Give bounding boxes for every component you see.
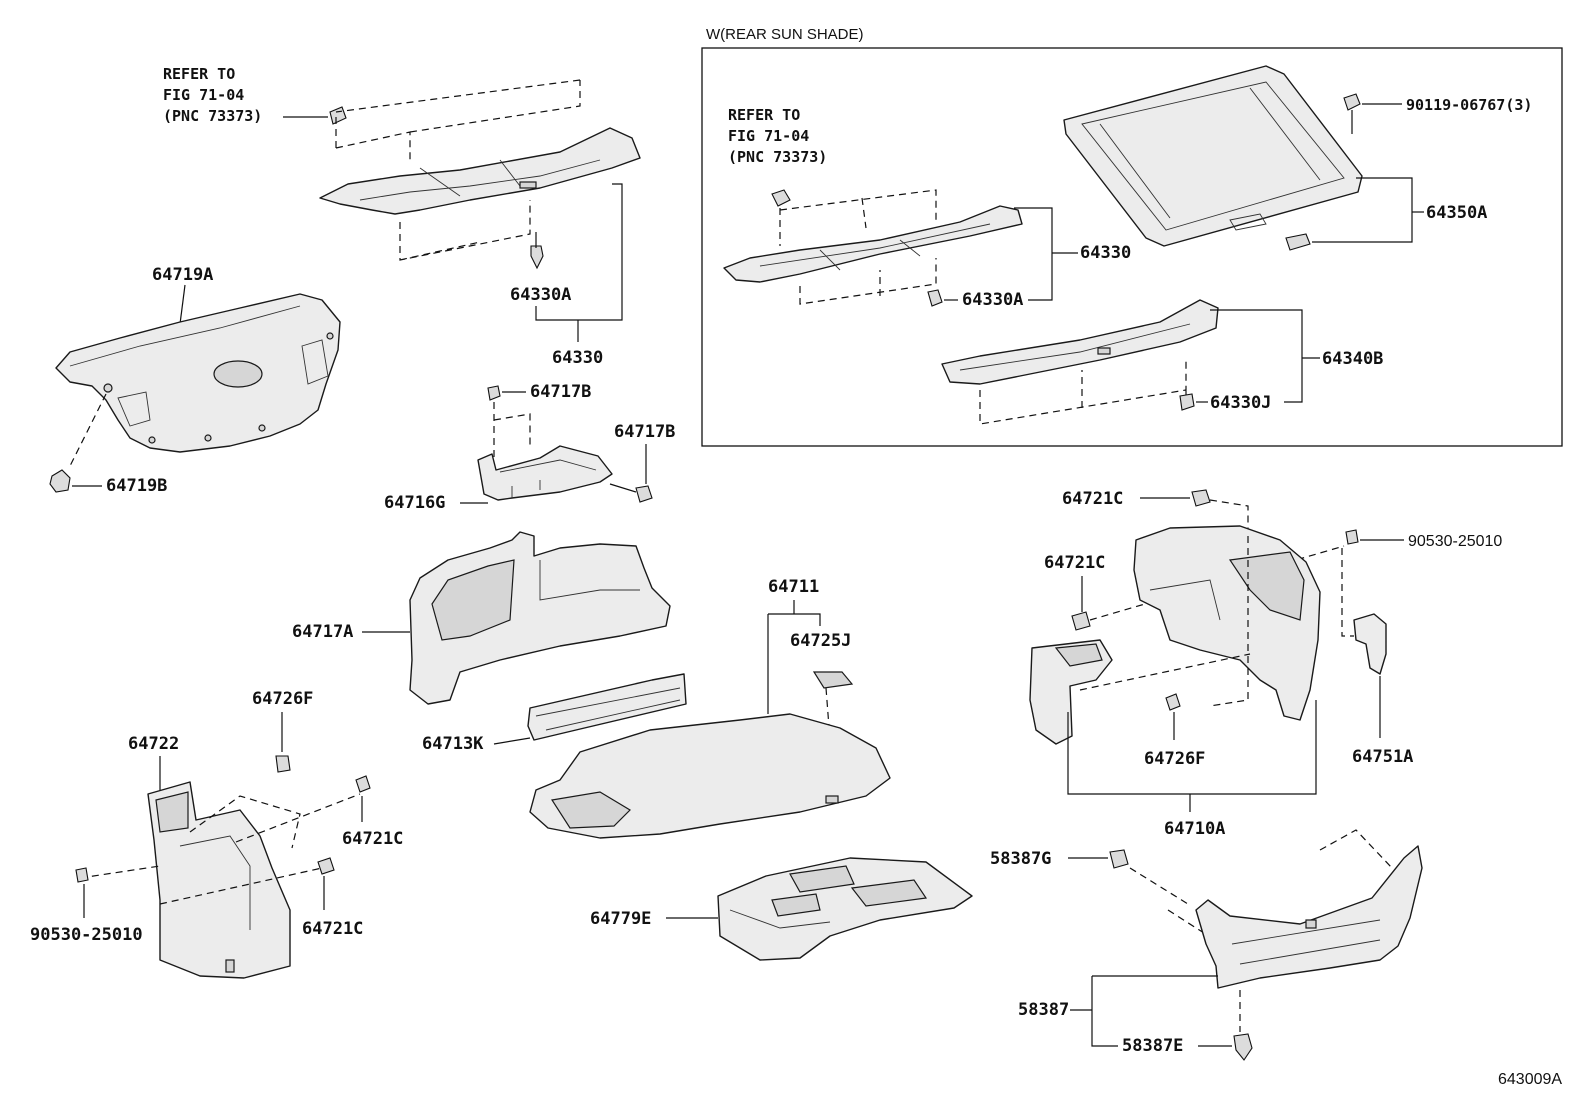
clip-r90530 — [1345, 529, 1359, 545]
trunk-lid-panel-64719A — [55, 293, 341, 453]
clip-64726F-left — [275, 755, 291, 773]
label-r64721C-1: 64721C — [1062, 489, 1123, 509]
clip-90530-left — [75, 867, 89, 883]
label-64717A: 64717A — [292, 622, 353, 642]
label-64779E: 64779E — [590, 909, 651, 929]
clip-64721C-b — [317, 857, 335, 875]
clip-64717B-right — [635, 485, 653, 503]
label-64713K: 64713K — [422, 734, 484, 754]
trim-strip-64713K — [527, 673, 687, 741]
label-r64726F: 64726F — [1144, 749, 1205, 769]
fastener-64330J — [1179, 393, 1195, 411]
label-r58387: 58387 — [1018, 1000, 1069, 1020]
label-inset-64330A: 64330A — [962, 290, 1023, 310]
label-64717B-top: 64717B — [530, 382, 591, 402]
label-64717B-right: 64717B — [614, 422, 675, 442]
clip-r64721C-1 — [1191, 489, 1211, 507]
label-64330J: 64330J — [1210, 393, 1271, 413]
label-r64721C-2: 64721C — [1044, 553, 1105, 573]
clip-r58387G — [1109, 849, 1129, 869]
sill-cover-58387 — [1195, 845, 1423, 989]
label-64725J: 64725J — [790, 631, 851, 651]
svg-text:REFER TO: REFER TO — [728, 106, 800, 124]
svg-text:FIG 71-04: FIG 71-04 — [163, 86, 244, 104]
label-r58387G: 58387G — [990, 849, 1051, 869]
label-r90530: 90530-25010 — [1408, 533, 1502, 550]
diagram-code: 643009A — [1498, 1071, 1562, 1088]
label-r64751A: 64751A — [1352, 747, 1413, 767]
clip-64719B — [49, 469, 71, 493]
label-64719A: 64719A — [152, 265, 213, 285]
label-64711: 64711 — [768, 577, 819, 597]
refer-note-inset: REFER TO FIG 71-04 (PNC 73373) — [728, 106, 827, 166]
cap-64350A — [1285, 233, 1311, 251]
label-90530-left: 90530-25010 — [30, 925, 143, 945]
svg-text:FIG 71-04: FIG 71-04 — [728, 127, 809, 145]
bracket-64751A — [1353, 613, 1387, 675]
bolt-90119 — [1343, 93, 1361, 111]
retainer-clip-inset — [771, 189, 791, 207]
label-r64710A: 64710A — [1164, 819, 1225, 839]
label-90119: 90119-06767(3) — [1406, 96, 1532, 114]
svg-text:REFER TO: REFER TO — [163, 65, 235, 83]
inset-frame — [701, 47, 1563, 447]
label-64330: 64330 — [552, 348, 603, 368]
inset-title: W(REAR SUN SHADE) — [706, 26, 864, 43]
package-tray-64330 — [319, 127, 641, 215]
clip-r64726F — [1165, 693, 1181, 711]
label-64716G: 64716G — [384, 493, 445, 513]
refer-note-left: REFER TO FIG 71-04 (PNC 73373) — [163, 65, 262, 125]
clip-64721C-a — [355, 775, 371, 793]
trim-64340B — [941, 299, 1219, 385]
svg-text:(PNC 73373): (PNC 73373) — [163, 107, 262, 125]
label-64721C-a: 64721C — [342, 829, 403, 849]
fastener-inset-64330A — [927, 289, 943, 307]
sun-shade-64350A — [1063, 65, 1363, 247]
clip-r64721C-2 — [1071, 611, 1091, 631]
svg-text:(PNC 73373): (PNC 73373) — [728, 148, 827, 166]
fastener-64330A — [530, 245, 544, 270]
label-r58387E: 58387E — [1122, 1036, 1183, 1056]
tool-tray-64779E — [717, 857, 973, 961]
side-cover-64717A — [409, 531, 671, 705]
label-64721C-b: 64721C — [302, 919, 363, 939]
label-64330A: 64330A — [510, 285, 571, 305]
clip-64717B-top — [487, 385, 501, 401]
label-64350A: 64350A — [1426, 203, 1487, 223]
side-trim-64722 — [147, 781, 291, 979]
side-trim-64710A — [1029, 525, 1321, 745]
label-64726F-left: 64726F — [252, 689, 313, 709]
label-64340B: 64340B — [1322, 349, 1383, 369]
trunk-mat-64711 — [529, 713, 891, 839]
label-inset-64330: 64330 — [1080, 243, 1131, 263]
clip-r58387E — [1233, 1033, 1253, 1061]
label-64722: 64722 — [128, 734, 179, 754]
bracket-64716G — [477, 445, 613, 501]
label-64719B: 64719B — [106, 476, 167, 496]
retainer-clip-left — [329, 106, 347, 125]
package-tray-inset-64330 — [723, 205, 1023, 283]
hook-64725J — [812, 671, 854, 689]
